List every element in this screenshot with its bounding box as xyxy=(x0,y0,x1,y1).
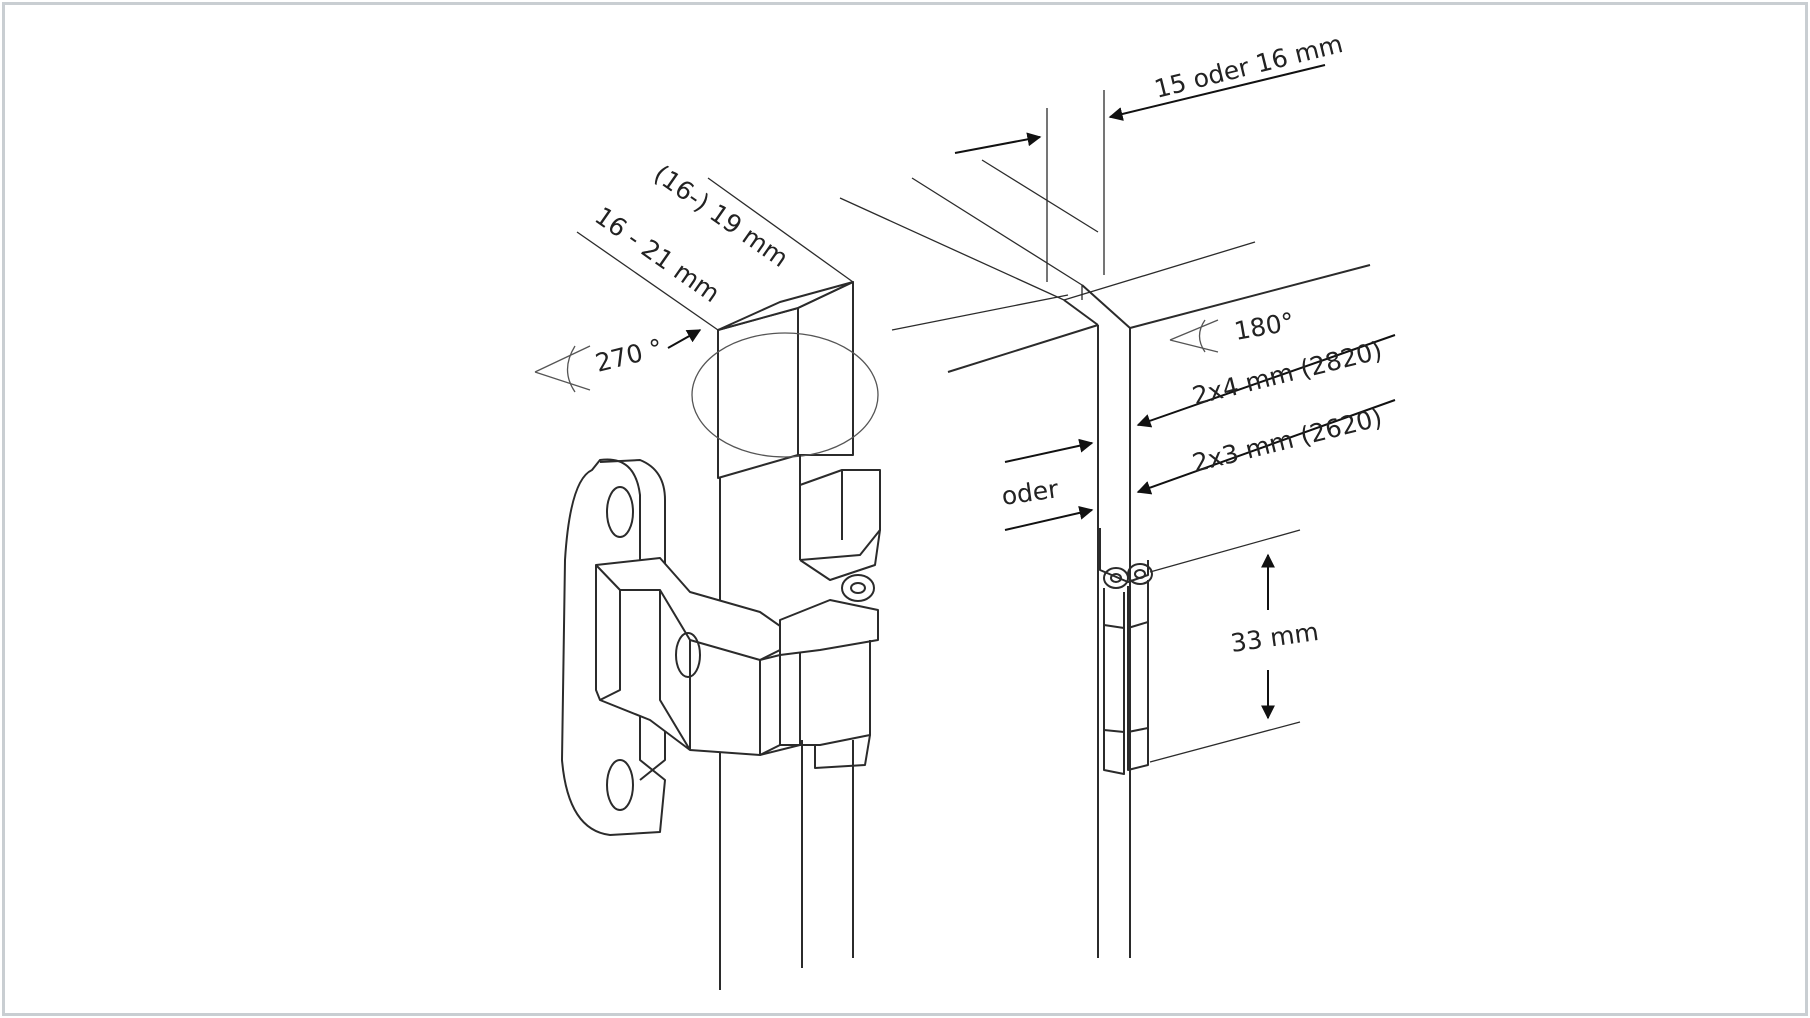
left-hinge-assembly xyxy=(534,177,881,990)
label-height-33: 33 mm xyxy=(1229,617,1321,658)
dimension-lines xyxy=(954,64,1396,720)
label-oder: oder xyxy=(1000,474,1061,511)
label-180-degrees: 180° xyxy=(1232,307,1296,346)
label-gap-2x4: 2x4 mm (2820) xyxy=(1189,336,1385,411)
label-270-degrees: 270 ° xyxy=(592,333,665,378)
label-gap-2x3: 2x3 mm (2620) xyxy=(1189,403,1385,478)
right-hinge-assembly xyxy=(839,90,1371,958)
